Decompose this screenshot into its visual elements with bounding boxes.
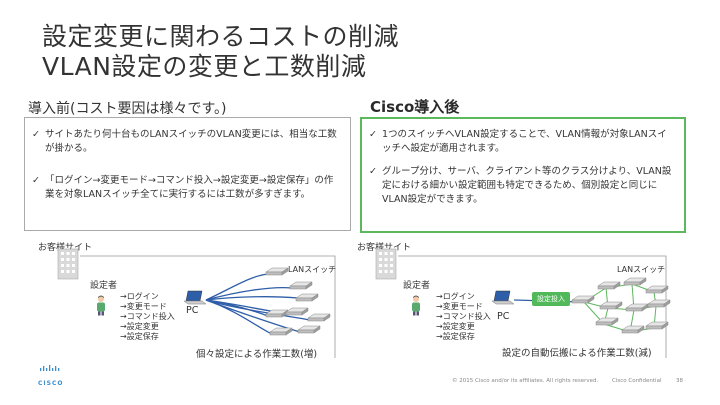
switch-icon (621, 325, 645, 334)
cisco-logo: CISCO (38, 360, 70, 387)
switch-icon (307, 313, 331, 322)
after-steps: →ログイン →変更モード →コマンド投入 →設定変更 →設定保存 (436, 292, 491, 341)
pc-laptop-icon (183, 290, 207, 305)
check-icon: ✓ (32, 129, 40, 140)
page-number: 38 (676, 378, 683, 384)
switch-icon (645, 285, 669, 294)
after-pc-label: PC (497, 311, 510, 322)
title-line-1: 設定変更に関わるコストの削減 (42, 22, 400, 51)
switch-icon (285, 307, 309, 316)
before-bullet-1: ✓ サイトあたり何十台ものLANスイッチのVLAN変更には、相当な工数が掛かる。 (32, 129, 337, 154)
cable-lines (205, 273, 311, 335)
before-admin-label: 設定者 (90, 281, 118, 291)
building-icon (57, 248, 79, 280)
after-bullet-2: ✓ グループ分け、サーバ、クライアント等のクラス分けより、VLAN設定における細… (369, 166, 672, 205)
core-switch-icon (571, 295, 595, 304)
building-icon (375, 248, 397, 280)
after-site-label: お客様サイト (357, 243, 412, 253)
page-title: 設定変更に関わるコストの削減 VLAN設定の変更と工数削減 (42, 22, 399, 82)
admin-person-icon (97, 295, 105, 316)
before-site-label: お客様サイト (38, 243, 93, 253)
switch-icon (645, 321, 669, 330)
after-heading: Cisco導入後 (370, 98, 460, 116)
switch-icon (599, 301, 623, 310)
before-switch-label: LANスイッチ (288, 265, 337, 274)
switch-icon (647, 299, 671, 308)
admin-person-icon (412, 295, 420, 316)
before-site-frame (80, 255, 336, 358)
before-caption: 個々設定による作業工数(増) (196, 349, 318, 360)
after-caption: 設定の自動伝搬による作業工数(減) (502, 348, 652, 359)
footer-confidential: Cisco Confidential (612, 378, 662, 384)
check-icon: ✓ (369, 166, 377, 177)
before-box: ✓ サイトあたり何十台ものLANスイッチのVLAN変更には、相当な工数が掛かる。… (24, 117, 351, 231)
after-bullet-1: ✓ 1つのスイッチへVLAN設定することで、VLAN情報が対象LANスイッチへ設… (369, 129, 667, 154)
check-icon: ✓ (369, 129, 377, 140)
pc-laptop-icon (491, 290, 515, 305)
before-pc-label: PC (186, 305, 199, 316)
switch-icon (269, 327, 293, 336)
network-diagrams (57, 248, 671, 358)
footer-copyright: © 2015 Cisco and/or its affiliates. All … (452, 378, 599, 384)
before-steps: →ログイン →変更モード →コマンド投入 →設定変更 →設定保存 (120, 292, 175, 341)
config-push-badge: 設定投入 (532, 292, 570, 306)
switch-icon (295, 293, 319, 302)
after-admin-label: 設定者 (403, 281, 431, 291)
switch-icon (625, 303, 649, 312)
before-heading: 導入前(コスト要因は様々です。) (28, 101, 227, 117)
title-line-2: VLAN設定の変更と工数削減 (42, 52, 367, 81)
switch-icon (597, 281, 621, 290)
after-switch-label: LANスイッチ (617, 265, 666, 274)
switch-icon (623, 277, 647, 286)
check-icon: ✓ (32, 175, 40, 186)
switch-icon (297, 325, 321, 334)
cisco-logo-icon (40, 365, 60, 371)
switch-icon (265, 267, 289, 276)
before-bullet-2: ✓ 「ログイン→変更モード→コマンド投入→設定変更→設定保存」の作業を対象LAN… (32, 175, 334, 200)
after-box: ✓ 1つのスイッチへVLAN設定することで、VLAN情報が対象LANスイッチへ設… (360, 117, 686, 233)
switch-icon (289, 281, 313, 290)
